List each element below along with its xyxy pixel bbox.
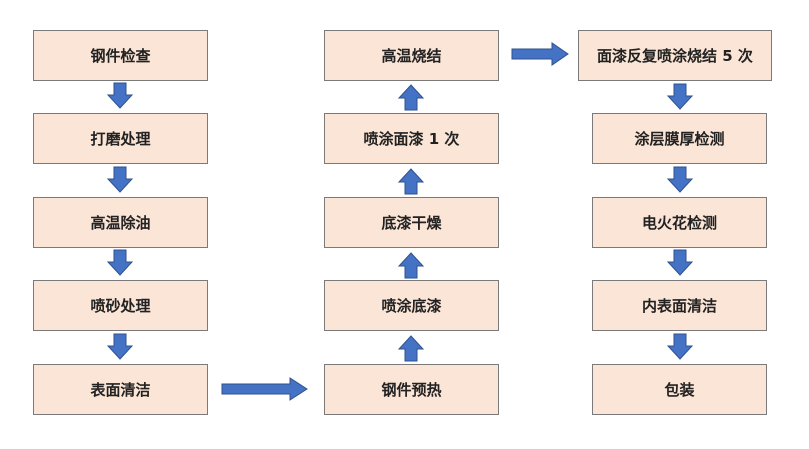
step-spark-test: 电火花检测 [592, 197, 767, 248]
step-topcoat-spray-once: 喷涂面漆 1 次 [324, 113, 499, 164]
step-coating-thickness-test: 涂层膜厚检测 [592, 113, 767, 164]
step-primer-spray: 喷涂底漆 [324, 280, 499, 331]
arrow-down-icon [666, 166, 694, 193]
arrow-down-icon [106, 333, 134, 360]
arrow-up-icon [397, 168, 425, 195]
arrow-down-icon [106, 82, 134, 109]
step-topcoat-repeat-5x: 面漆反复喷涂烧结 5 次 [578, 30, 772, 81]
step-steel-preheat: 钢件预热 [324, 364, 499, 415]
arrow-up-icon [397, 335, 425, 362]
arrow-down-icon [666, 333, 694, 360]
step-sandblasting: 喷砂处理 [33, 280, 208, 331]
step-packaging: 包装 [592, 364, 767, 415]
arrow-right-icon [511, 42, 569, 66]
step-steel-inspection: 钢件检查 [33, 30, 208, 81]
step-primer-drying: 底漆干燥 [324, 197, 499, 248]
step-high-temp-sintering: 高温烧结 [324, 30, 499, 81]
arrow-right-icon [221, 377, 308, 401]
arrow-down-icon [666, 83, 694, 110]
step-high-temp-degreasing: 高温除油 [33, 197, 208, 248]
step-surface-cleaning: 表面清洁 [33, 364, 208, 415]
step-inner-surface-cleaning: 内表面清洁 [592, 280, 767, 331]
arrow-up-icon [397, 252, 425, 279]
step-grinding: 打磨处理 [33, 113, 208, 164]
arrow-down-icon [106, 166, 134, 193]
arrow-up-icon [397, 84, 425, 111]
arrow-down-icon [666, 249, 694, 276]
arrow-down-icon [106, 249, 134, 276]
